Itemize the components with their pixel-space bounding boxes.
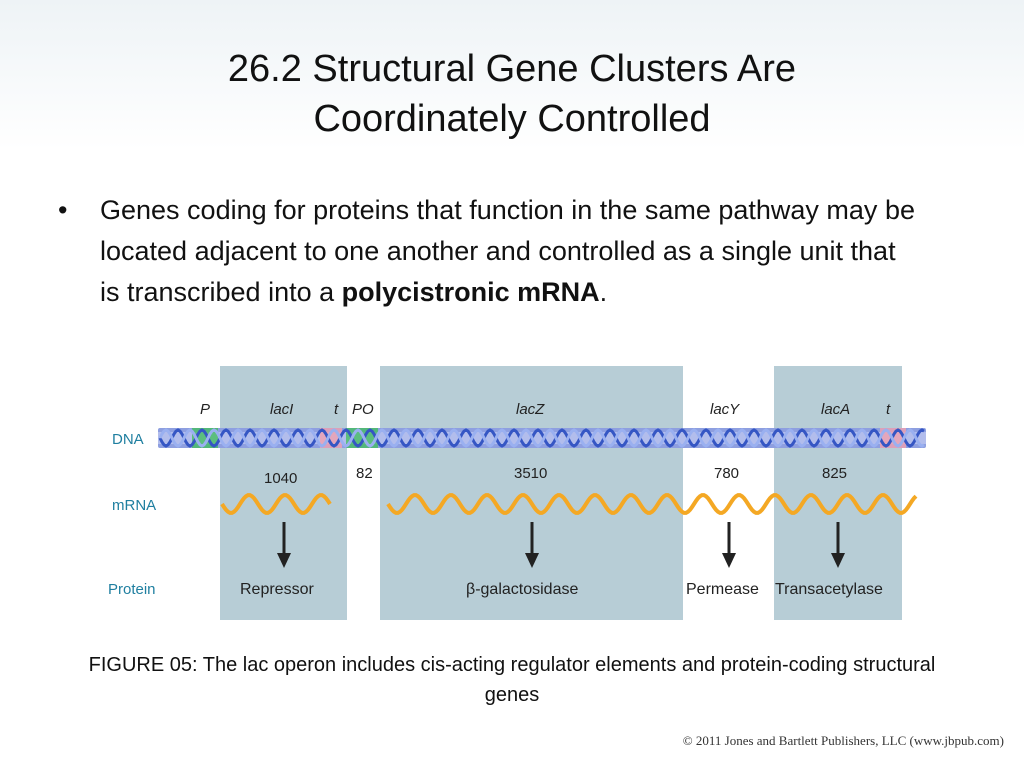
length-po: 82 <box>356 465 373 482</box>
arrow-transacetylase <box>831 522 845 568</box>
label-promoter: P <box>200 401 210 418</box>
protein-galactosidase: β-galactosidase <box>466 581 578 598</box>
length-laca: 825 <box>822 465 847 482</box>
row-label-mrna: mRNA <box>112 497 156 514</box>
panel-lacz <box>380 366 683 620</box>
dna-helix <box>158 428 926 448</box>
label-lacy: lacY <box>710 401 740 418</box>
mrna-laci <box>220 493 332 515</box>
arrow-permease <box>722 522 736 568</box>
arrow-galactosidase <box>525 522 539 568</box>
row-label-protein: Protein <box>108 581 156 598</box>
bullet-bold-term: polycistronic mRNA <box>341 277 600 307</box>
protein-transacetylase: Transacetylase <box>775 581 883 598</box>
label-terminator-2: t <box>886 401 891 418</box>
copyright-notice: © 2011 Jones and Bartlett Publishers, LL… <box>682 733 1004 748</box>
arrow-repressor <box>277 522 291 568</box>
mrna-polycistronic <box>386 493 918 515</box>
length-lacz: 3510 <box>514 465 547 482</box>
label-po: PO <box>352 401 374 418</box>
protein-permease: Permease <box>686 581 759 598</box>
label-terminator-1: t <box>334 401 339 418</box>
label-laca: lacA <box>821 401 850 418</box>
bullet-text-main: Genes coding for proteins that function … <box>100 195 915 307</box>
label-lacz: lacZ <box>516 401 545 418</box>
length-laci: 1040 <box>264 470 297 487</box>
slide-title: 26.2 Structural Gene Clusters Are Coordi… <box>0 44 1024 144</box>
title-line-2: Coordinately Controlled <box>313 98 711 140</box>
figure-caption: FIGURE 05: The lac operon includes cis-a… <box>88 654 936 706</box>
row-label-dna: DNA <box>112 431 144 448</box>
bullet-text: Genes coding for proteins that function … <box>100 190 920 313</box>
panel-laci <box>220 366 347 620</box>
label-laci: lacI <box>270 401 293 418</box>
bullet-text-end: . <box>599 277 608 307</box>
title-line-1: 26.2 Structural Gene Clusters Are <box>227 48 797 90</box>
protein-repressor: Repressor <box>240 581 314 598</box>
bullet-marker: • <box>58 195 68 225</box>
panel-laca <box>774 366 902 620</box>
length-lacy: 780 <box>714 465 739 482</box>
